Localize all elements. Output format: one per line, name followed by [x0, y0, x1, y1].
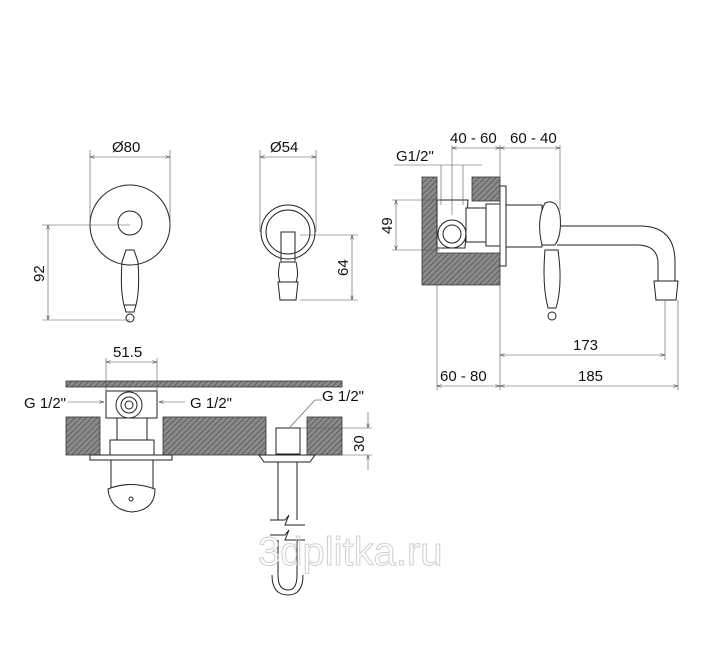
label-inlet-left: G 1/2" — [24, 395, 66, 412]
cap-outline — [117, 210, 143, 236]
section-view: 40 - 60 60 - 40 G1/2" 49 173 185 60 - 80 — [379, 130, 679, 390]
dim-height-64: 64 — [335, 259, 352, 276]
label-thread-g12: G1/2" — [396, 148, 434, 165]
label-inlet-right: G 1/2" — [190, 395, 232, 412]
lever-handle — [120, 249, 140, 306]
front-view: Ø80 92 — [31, 139, 171, 323]
dim-diameter-80: Ø80 — [112, 139, 140, 156]
dim-depth-40-60: 40 - 60 — [450, 130, 497, 147]
label-outlet: G 1/2" — [322, 388, 364, 405]
dim-width-51-5: 51.5 — [113, 344, 142, 361]
dim-depth-60-40: 60 - 40 — [510, 130, 557, 147]
dim-reach-173: 173 — [573, 337, 598, 354]
side-view: Ø54 64 — [259, 139, 358, 301]
top-view: 51.5 G 1/2" G 1/2" G 1/2" 30 — [24, 344, 372, 596]
dim-height-49: 49 — [379, 217, 396, 234]
dim-height-92: 92 — [31, 265, 48, 282]
dim-diameter-54: Ø54 — [270, 139, 298, 156]
watermark: 3dplitka.ru — [258, 530, 443, 574]
dim-reach-185: 185 — [578, 368, 603, 385]
dim-depth-30: 30 — [351, 435, 368, 452]
dim-wall-60-80: 60 - 80 — [440, 368, 487, 385]
